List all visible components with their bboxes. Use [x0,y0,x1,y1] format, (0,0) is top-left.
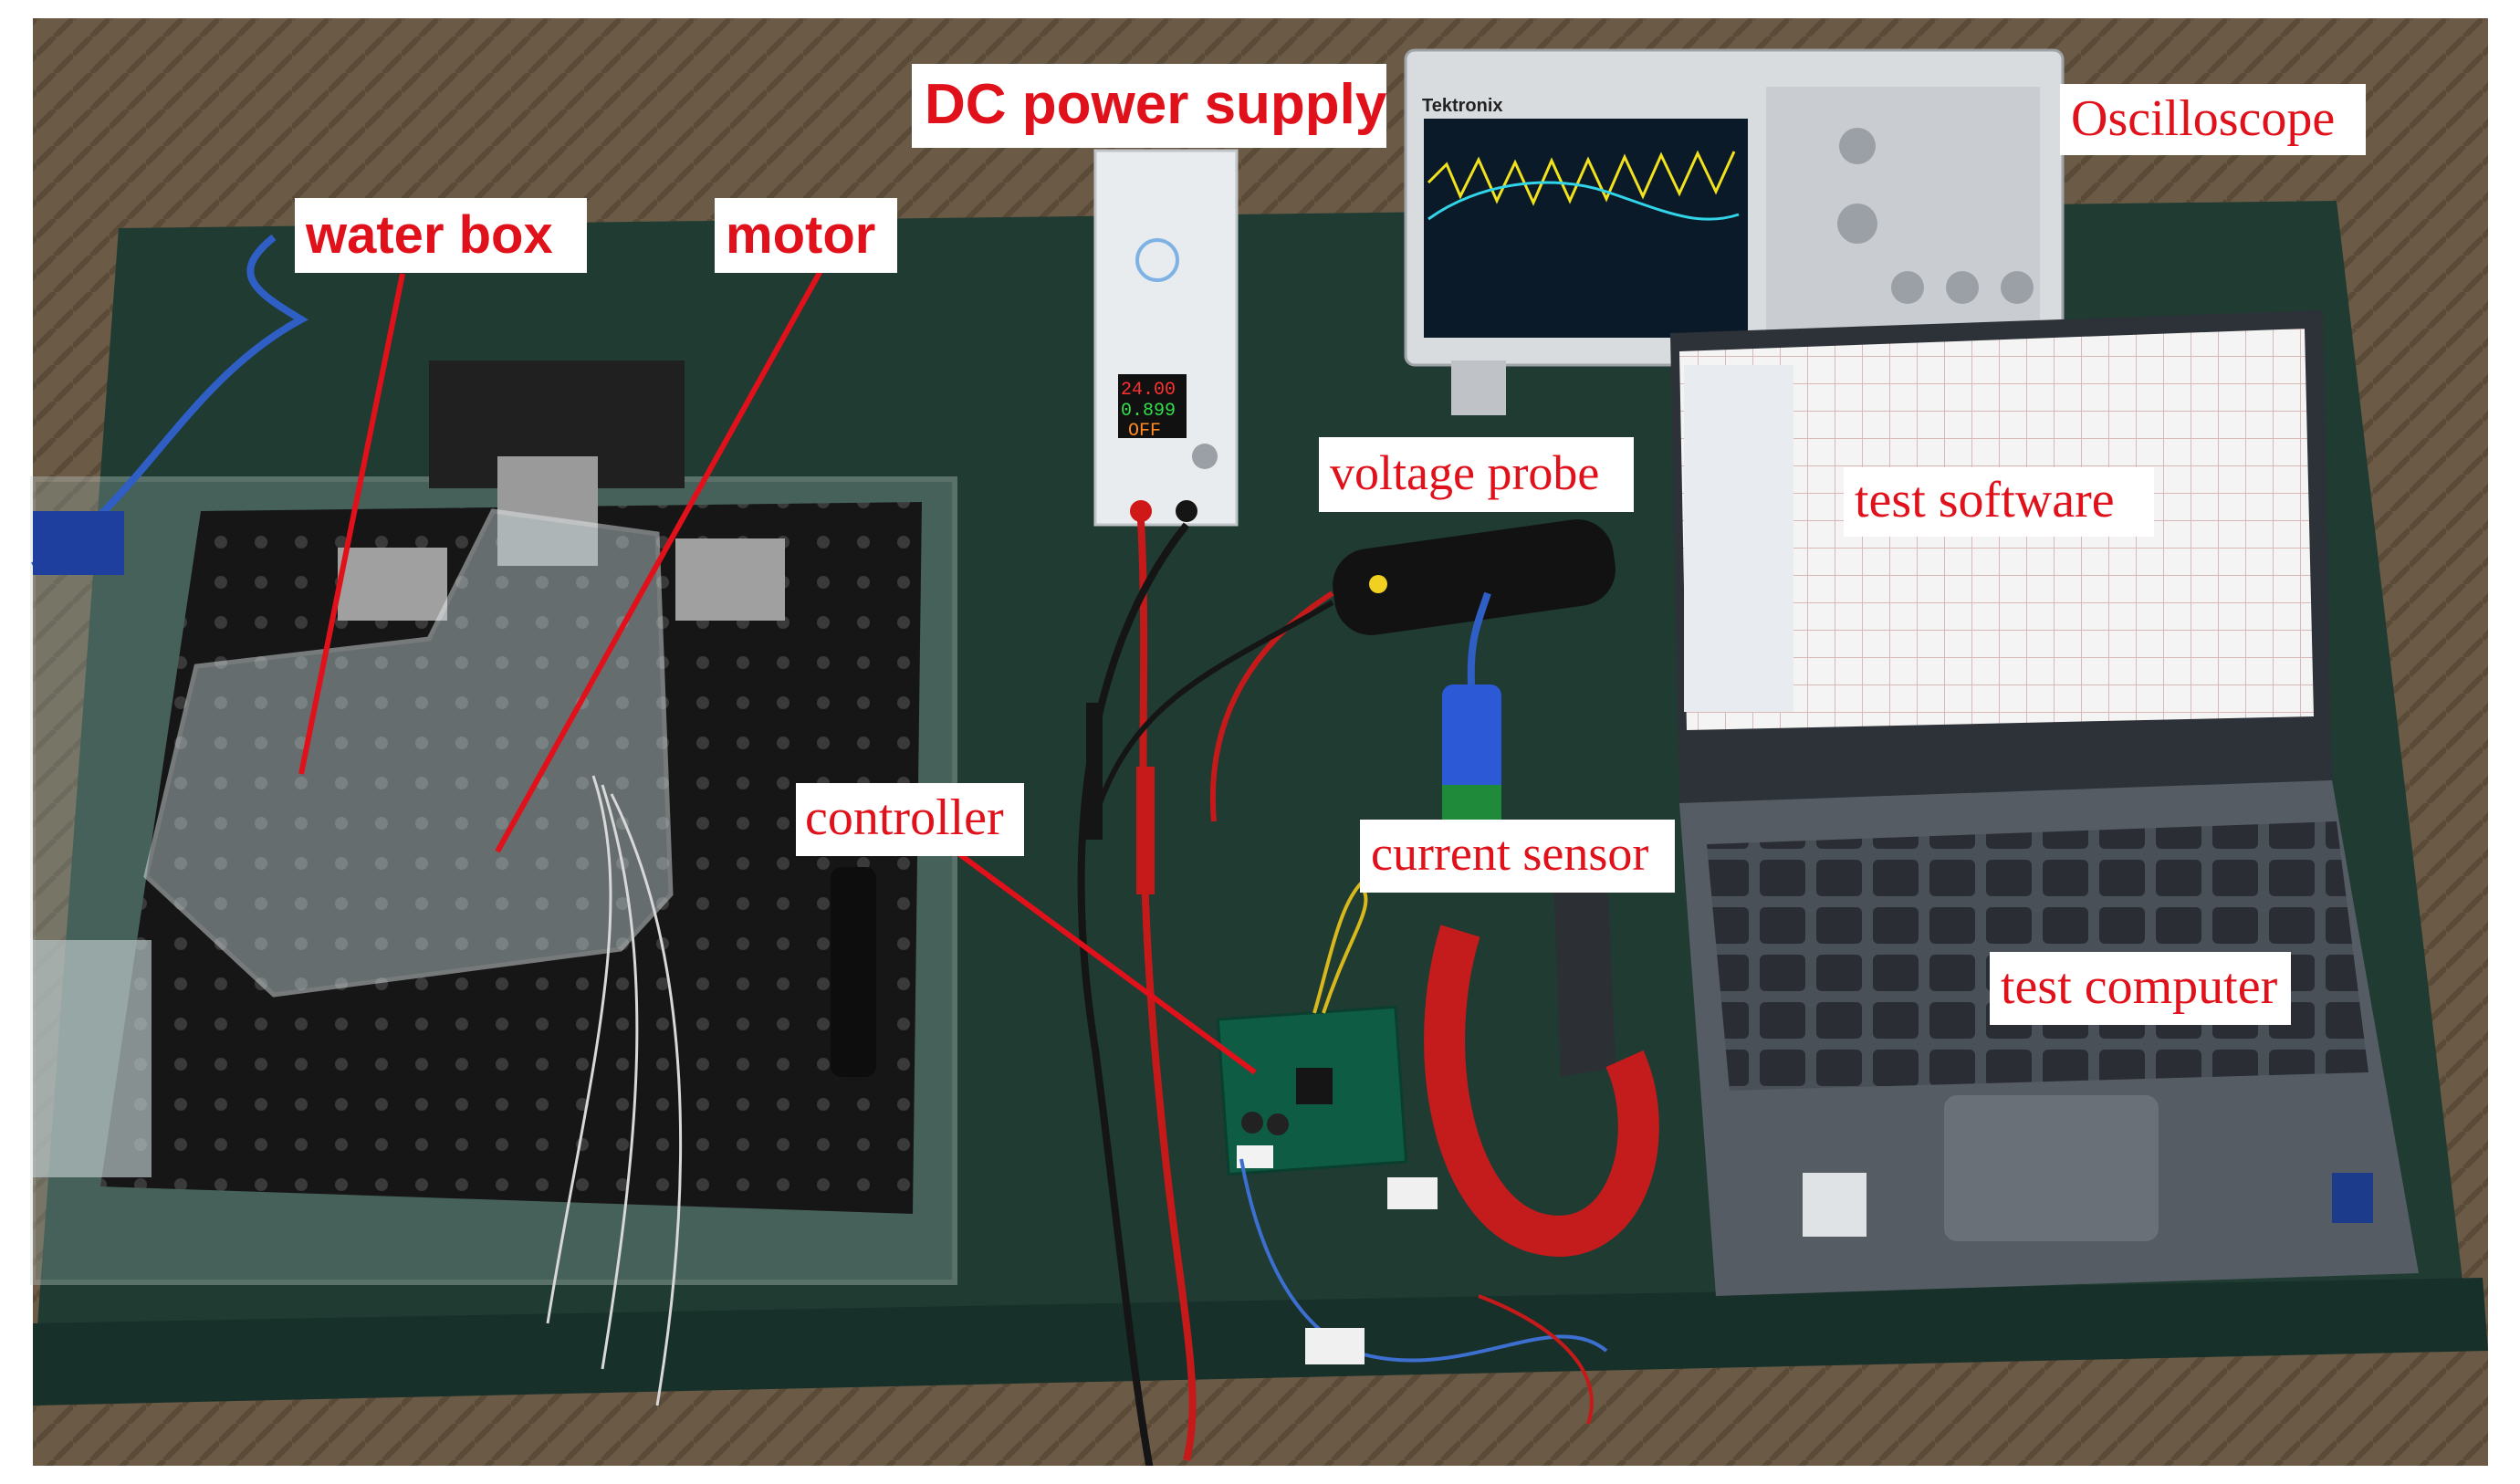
oscilloscope-label: Oscilloscope [2060,84,2366,155]
motor-wires [546,775,683,1406]
software-panel [1684,365,1793,712]
photo-frame [6,0,2514,1484]
oscilloscope-screen [1424,119,1748,338]
oscilloscope-trace-yellow [1427,150,1736,206]
voltage-probe-label-text: voltage probe [1319,437,1634,512]
psu-knob [1192,444,1218,469]
scope-knob [1837,204,1877,244]
side-container [33,940,152,1177]
voltage-probe-body [1333,519,1616,635]
psu-voltage-readout: 24.00 [1121,380,1176,401]
side-stage [675,538,785,621]
voltage-probe-label [1369,575,1387,593]
scope-knob [1891,271,1924,304]
stage-block [497,456,598,566]
psu-power-button [1135,238,1179,282]
pcb-capacitor [1267,1113,1289,1135]
wire-connector [1305,1328,1365,1364]
probe-cable-black [1077,522,1190,1470]
psu-current-readout: 0.899 [1121,401,1176,422]
left-stage [338,548,447,621]
laptop-touchpad [1944,1095,2159,1241]
dc-power-supply-body [1093,149,1239,527]
laptop-sticker [2332,1173,2373,1223]
motor-pointer [495,267,824,853]
controller-pointer [957,851,1257,1075]
oscilloscope-brand: Tektronix [1422,96,1503,116]
probe-lead-black [1097,600,1334,805]
water-box-pointer [298,273,405,775]
psu-display [1118,374,1187,438]
scope-knob [1946,271,1979,304]
psu-state-readout: OFF [1128,421,1161,442]
test-computer-label: test computer [1990,952,2291,1025]
pcb-capacitor [1241,1112,1263,1134]
probe-clip-black [1086,703,1103,840]
controller-label: controller [796,783,1024,856]
test-software-label: test software [1844,467,2154,537]
water-box-label: water box [295,198,587,273]
table-edge [33,1278,2488,1406]
motor-label: motor [715,198,897,273]
usb-adapter-cable [1467,591,1491,685]
optical-breadboard [100,502,922,1214]
psu-terminal-black [1176,500,1197,522]
current-sensor-label: current sensor [1360,820,1675,893]
current-sensor-jaw [1424,925,1659,1257]
terminal-block [1442,785,1501,821]
scope-knob [2001,271,2034,304]
handle [831,867,876,1077]
laptop-sticker [1803,1173,1866,1237]
phase-wires-red [1478,1294,1594,1425]
oscilloscope-trace-cyan [1427,181,1740,221]
psu-terminal-red [1130,500,1152,522]
usb-adapter [1442,685,1501,794]
probe-clip-red [1136,767,1155,894]
pcb-chip [1296,1068,1333,1104]
probe-lead-red [1209,590,1334,822]
wire-connector [1387,1177,1438,1209]
dc-power-supply-label: DC power supply [912,64,1386,148]
water-box [143,508,674,998]
oscilloscope-stand [1451,361,1506,415]
probe-cable-red [1137,519,1197,1461]
usb-hub [33,511,124,575]
scope-knob [1839,128,1876,164]
